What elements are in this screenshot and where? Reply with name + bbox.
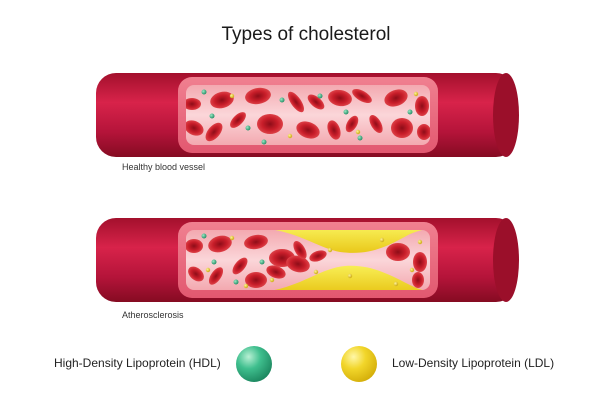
- ldl-legend-marker: [341, 346, 377, 382]
- ldl-particles: [229, 91, 419, 139]
- hdl-particles: [201, 89, 413, 145]
- hdl-legend-label: High-Density Lipoprotein (HDL): [54, 356, 221, 370]
- blood-cells: [186, 87, 430, 142]
- vessel-end: [493, 73, 519, 157]
- hdl-legend-marker: [236, 346, 272, 382]
- diagram-title: Types of cholesterol: [221, 24, 391, 45]
- healthy-vessel: [96, 73, 519, 157]
- ldl-legend-label: Low-Density Lipoprotein (LDL): [392, 356, 555, 370]
- plaque-top: [262, 230, 430, 253]
- plaque-bottom: [262, 265, 430, 290]
- vessel-end: [493, 218, 519, 302]
- atherosclerosis-caption: Atherosclerosis: [122, 310, 184, 320]
- healthy-vessel-caption: Healthy blood vessel: [122, 162, 206, 172]
- atherosclerosis-vessel: [96, 218, 519, 302]
- hdl-particles: [201, 233, 265, 285]
- blood-cells: [186, 234, 427, 288]
- ldl-particles: [205, 235, 423, 289]
